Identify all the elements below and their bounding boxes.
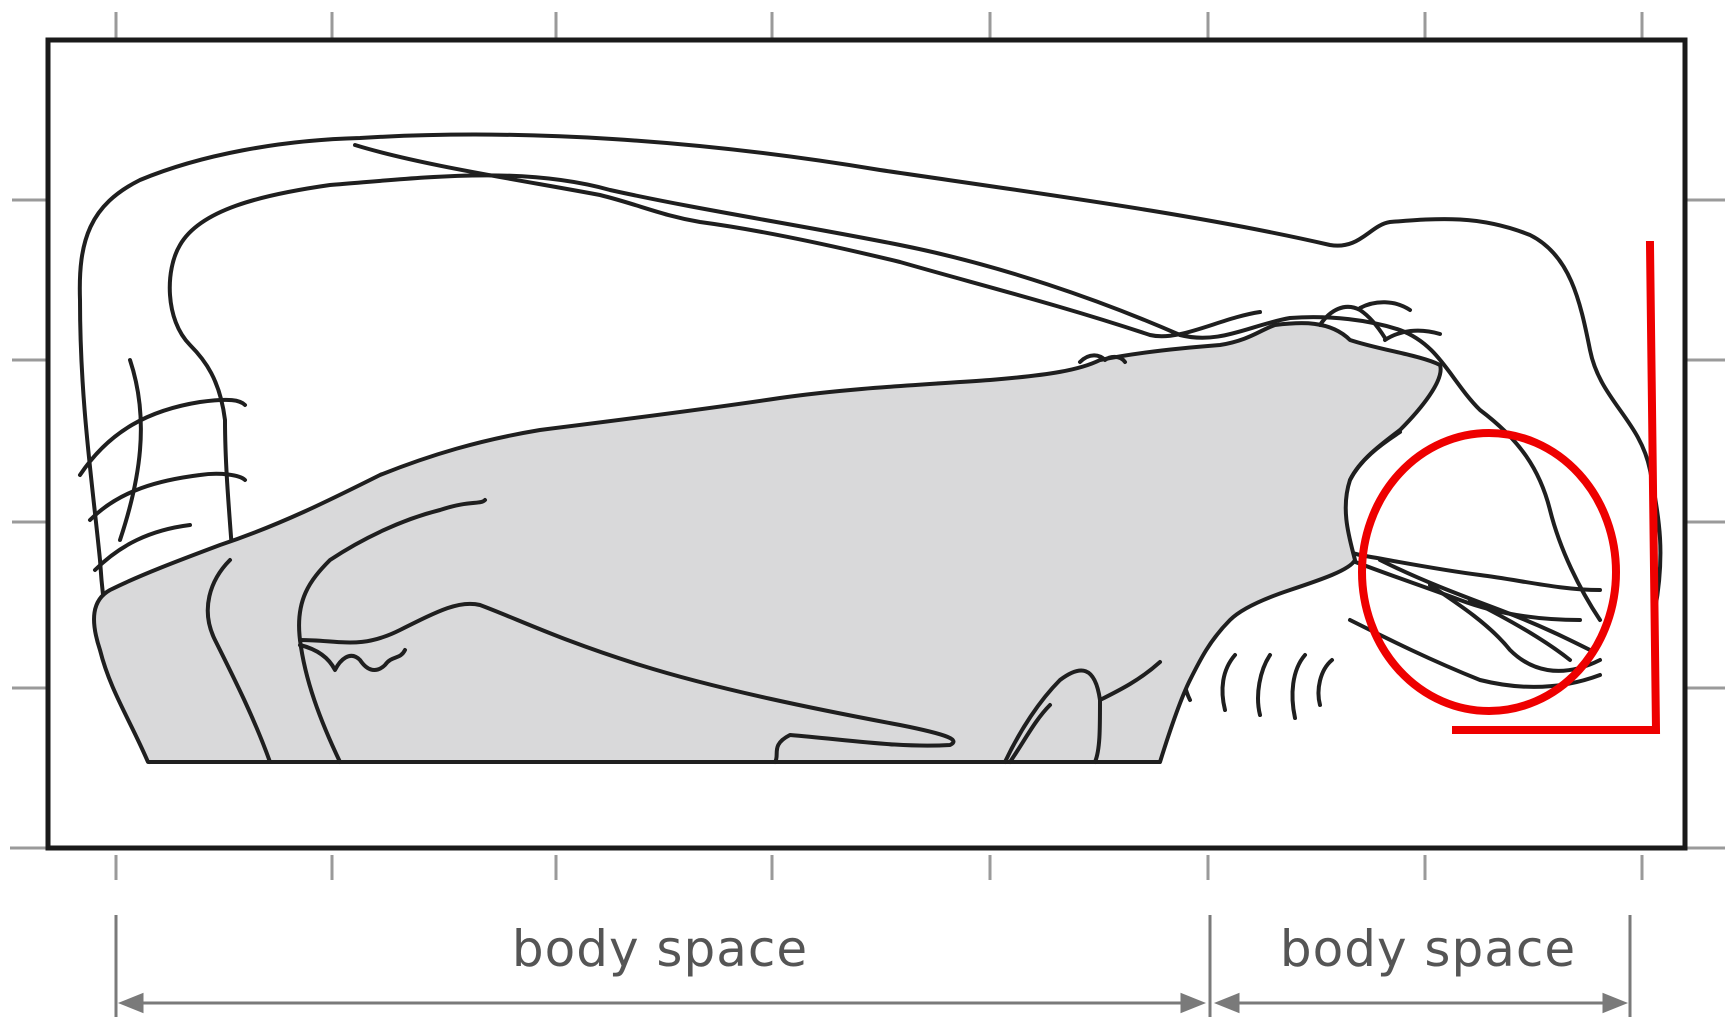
corner-mark — [1456, 245, 1656, 730]
body-space-label-right: body space — [1280, 920, 1576, 978]
red-annotations — [1362, 245, 1656, 730]
bottom-ruler-ticks — [116, 855, 1642, 880]
top-ruler-ticks — [116, 12, 1642, 40]
highlight-circle — [1362, 433, 1616, 711]
body-space-label-left: body space — [512, 920, 808, 978]
